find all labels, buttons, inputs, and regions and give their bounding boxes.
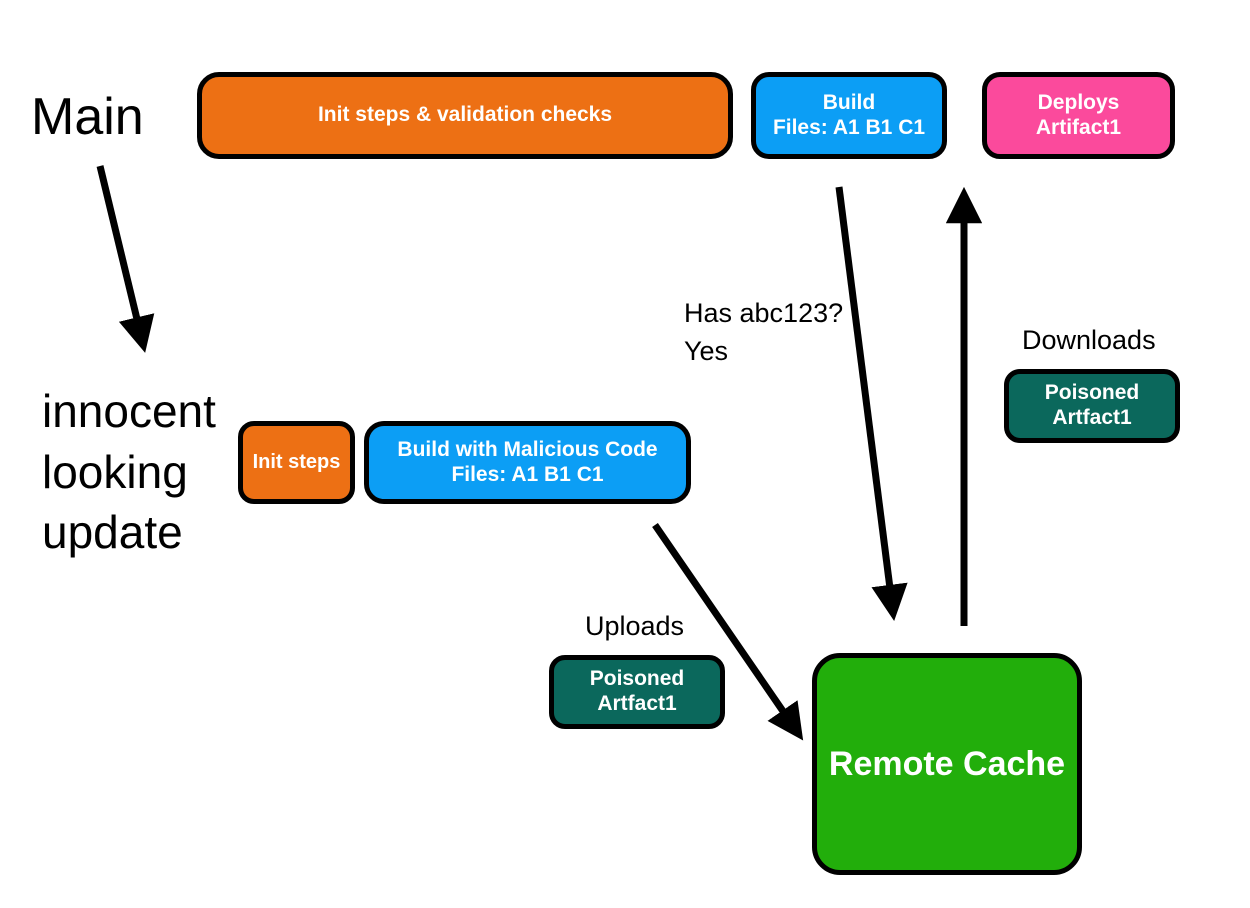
node-uploads-poisoned-artifact[interactable]: Poisoned Artfact1 — [549, 655, 725, 729]
node-build-malicious[interactable]: Build with Malicious Code Files: A1 B1 C… — [364, 421, 691, 504]
node-downloads-poisoned-artifact[interactable]: Poisoned Artfact1 — [1004, 369, 1180, 443]
node-deploys-artifact[interactable]: Deploys Artifact1 — [982, 72, 1175, 159]
main-branch-label: Main — [31, 88, 144, 146]
arrow-build-to-cache-lookup — [835, 186, 908, 622]
node-init-validation[interactable]: Init steps & validation checks — [197, 72, 733, 159]
uploads-caption: Uploads — [585, 611, 685, 641]
node-remote-cache[interactable]: Remote Cache — [812, 653, 1082, 875]
feature-branch-label: innocent looking update — [42, 385, 216, 559]
node-init-steps[interactable]: Init steps — [238, 421, 355, 504]
downloads-caption: Downloads — [1022, 325, 1156, 355]
node-build-main[interactable]: Build Files: A1 B1 C1 — [751, 72, 947, 159]
arrow-main-to-update — [96, 165, 155, 353]
annotation-cache-lookup: Has abc123? Yes — [684, 298, 844, 367]
